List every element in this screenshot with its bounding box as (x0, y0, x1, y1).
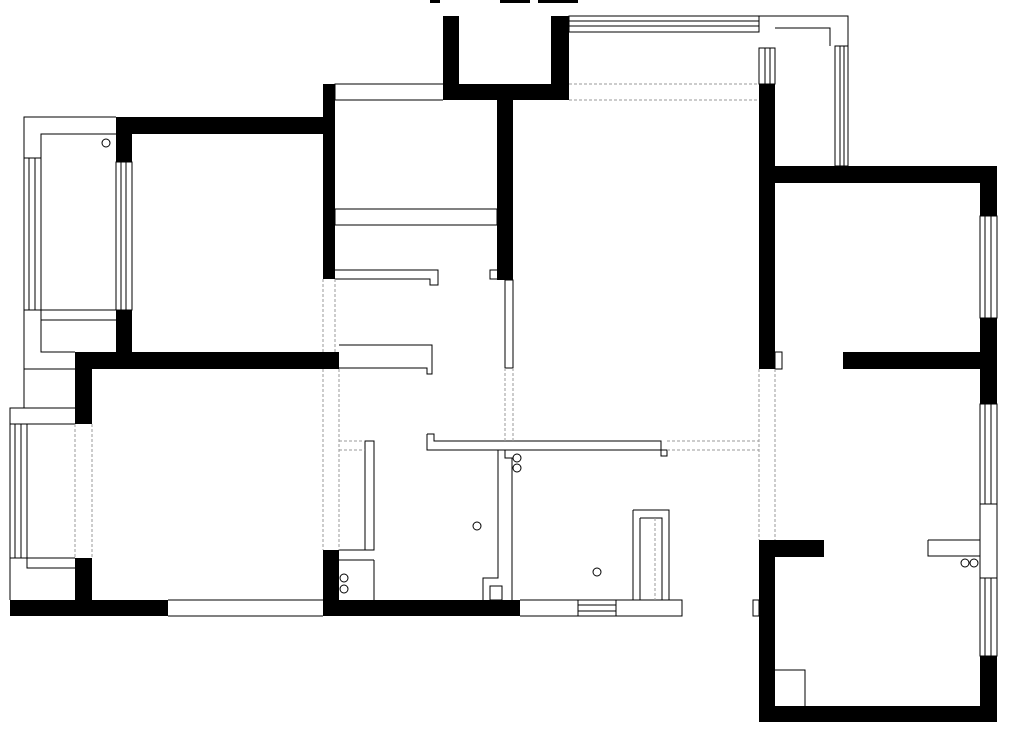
dashed-openings (74, 83, 776, 600)
clipped-caption (430, 0, 578, 3)
thin-partitions (9, 15, 998, 706)
drain-icon (101, 138, 111, 148)
drain-icon (339, 584, 349, 594)
windows (9, 15, 998, 657)
drain-icon (592, 567, 602, 577)
walls (10, 16, 997, 722)
floor-drains (101, 138, 979, 594)
drain-icon (969, 558, 979, 568)
drain-icon (512, 463, 522, 473)
drain-icon (960, 558, 970, 568)
drain-icon (512, 453, 522, 463)
drain-icon (339, 573, 349, 583)
drain-icon (472, 521, 482, 531)
